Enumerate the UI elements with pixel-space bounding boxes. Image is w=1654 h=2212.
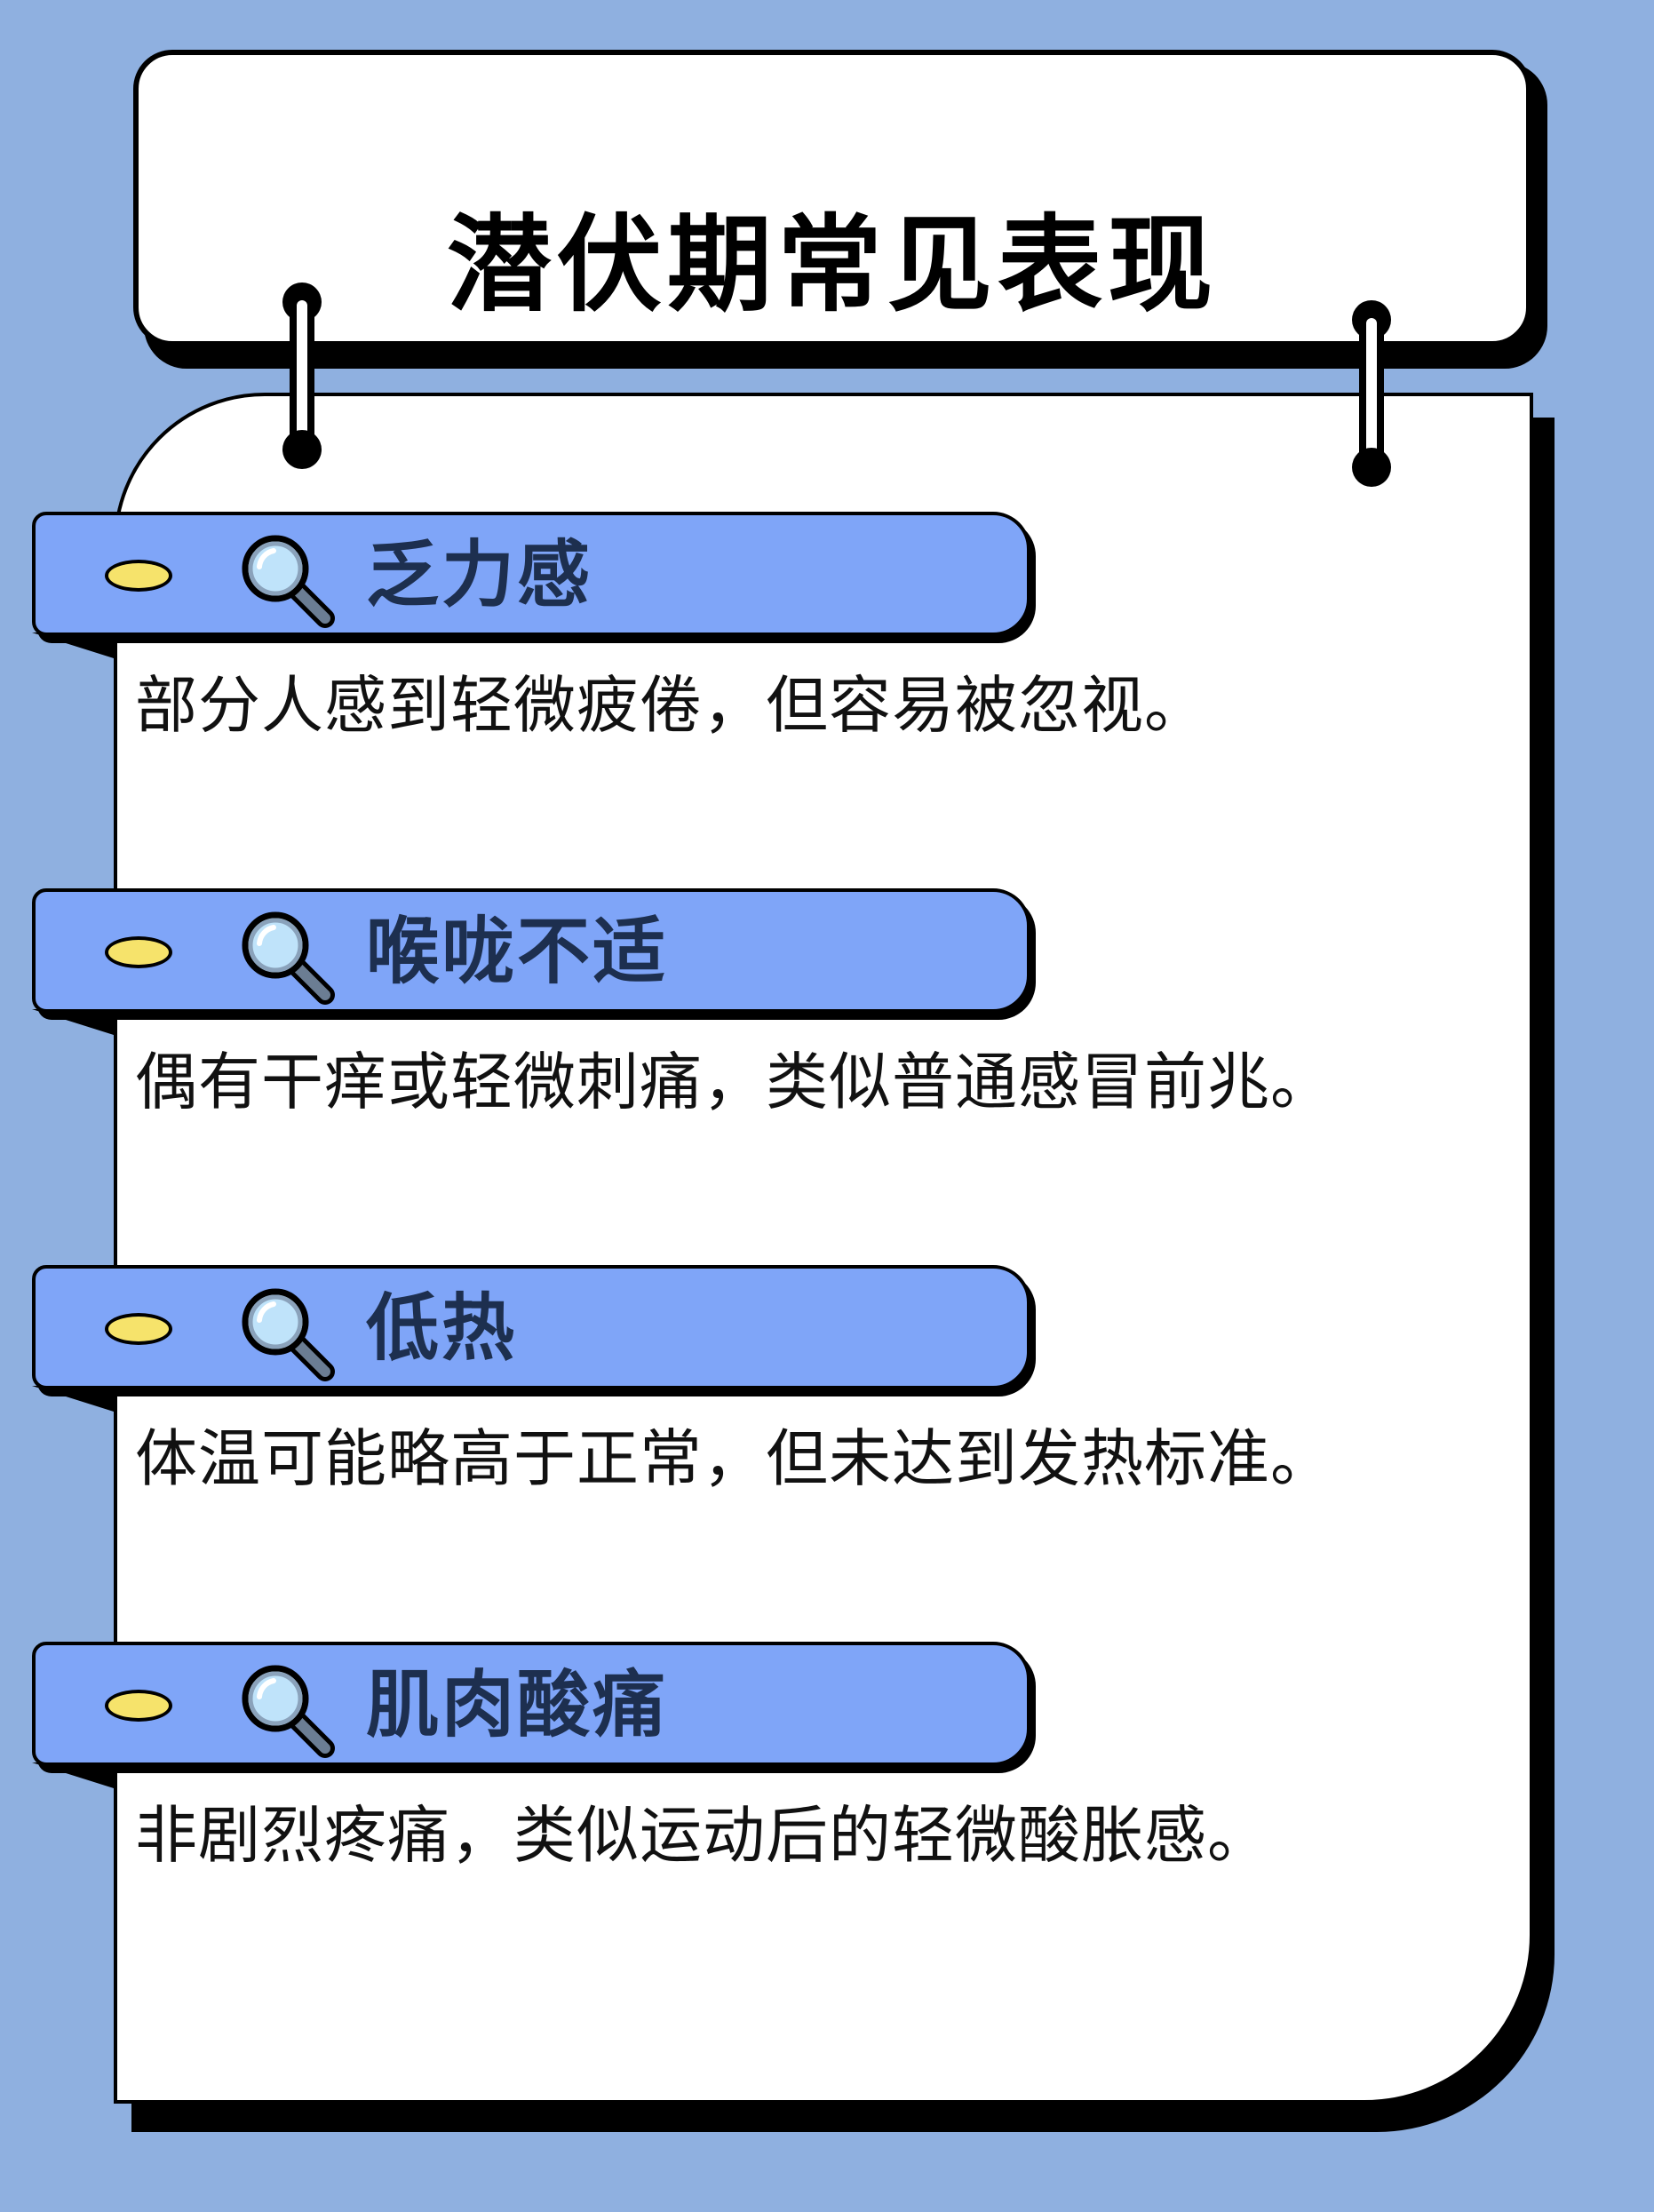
section-heading: 乏力感 — [366, 533, 593, 617]
section-banner: 低热 — [32, 1265, 1030, 1389]
section-description: 偶有干痒或轻微刺痛，类似普通感冒前兆。 — [135, 1046, 1333, 1118]
yellow-pill-icon — [105, 1690, 172, 1722]
page-title: 潜伏期常见表现 — [446, 203, 1218, 326]
ribbon-tail — [32, 1386, 116, 1412]
title-card: 潜伏期常见表现 — [133, 50, 1531, 346]
section-banner: 喉咙不适 — [32, 888, 1030, 1013]
main-card — [114, 393, 1533, 2104]
binder-ring-right — [1352, 300, 1391, 487]
section-heading: 低热 — [366, 1286, 518, 1371]
magnifying-glass-icon — [242, 911, 335, 1005]
magnifying-glass-icon — [242, 1288, 335, 1381]
section-description: 非剧烈疼痛，类似运动后的轻微酸胀感。 — [135, 1799, 1270, 1872]
magnifying-glass-icon — [242, 1665, 335, 1758]
section-heading: 喉咙不适 — [366, 910, 669, 994]
yellow-pill-icon — [105, 936, 172, 968]
ribbon-tail — [32, 633, 116, 659]
magnifying-glass-icon — [242, 535, 335, 628]
section-banner: 乏力感 — [32, 512, 1030, 636]
ribbon-tail — [32, 1009, 116, 1036]
ribbon-tail — [32, 1762, 116, 1789]
section-description: 体温可能略高于正常，但未达到发热标准。 — [135, 1422, 1333, 1495]
yellow-pill-icon — [105, 560, 172, 592]
section-heading: 肌肉酸痛 — [366, 1663, 669, 1747]
yellow-pill-icon — [105, 1313, 172, 1345]
section-description: 部分人感到轻微疲倦，但容易被忽视。 — [135, 669, 1207, 742]
section-banner: 肌肉酸痛 — [32, 1642, 1030, 1766]
binder-ring-left — [282, 282, 322, 469]
